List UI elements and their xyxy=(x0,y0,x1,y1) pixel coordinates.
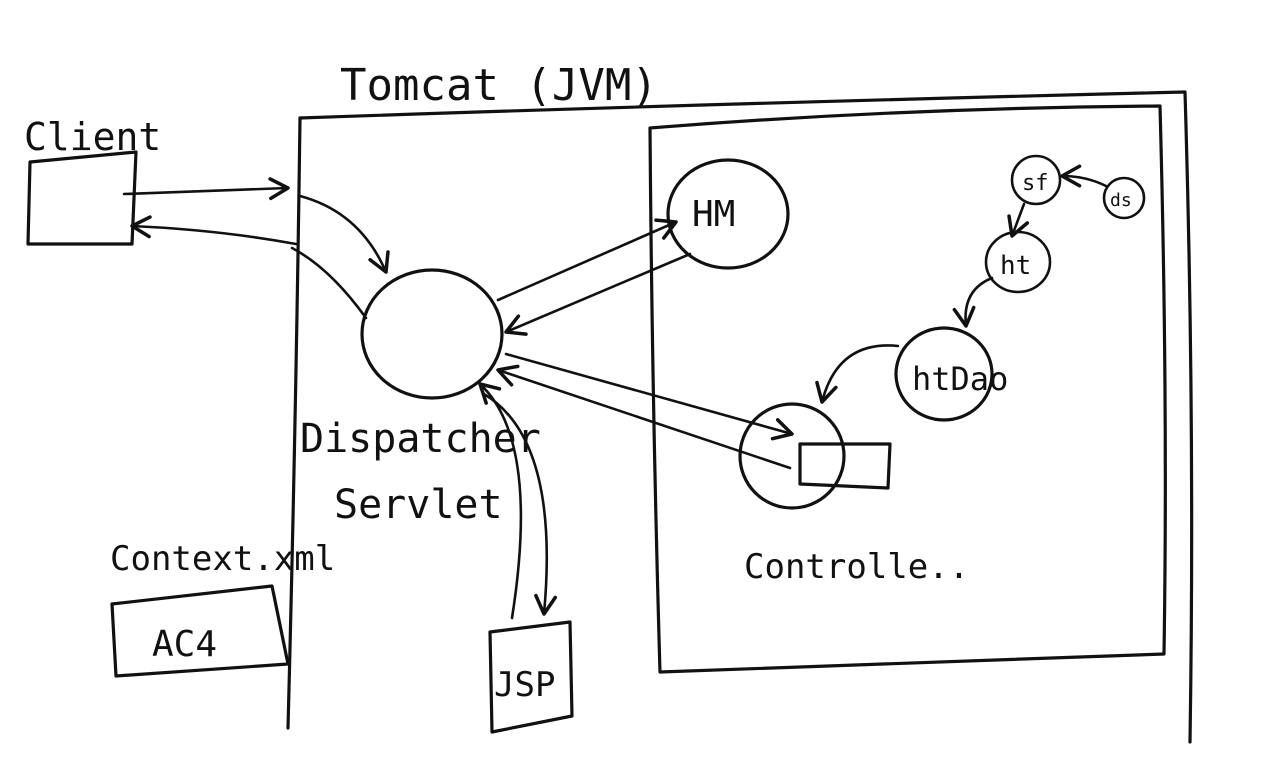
ds-to-sf-arrow xyxy=(1060,164,1108,188)
ds-label: ds xyxy=(1110,190,1132,211)
htdao-circle xyxy=(894,326,994,422)
controller-to-dispatcher-arrow xyxy=(496,364,792,470)
session-factory-circle xyxy=(1010,154,1062,206)
dispatcher-to-controller-arrow xyxy=(504,352,794,441)
dispatcher-to-jsp-arrow xyxy=(482,392,558,616)
ht-label: ht xyxy=(1000,251,1031,281)
controller-inner-box xyxy=(798,442,892,490)
handler-mapping-circle xyxy=(666,158,790,270)
ht-to-htdao-arrow xyxy=(952,276,994,328)
response-arrow xyxy=(130,215,298,246)
htdao-to-controller-arrow xyxy=(815,344,900,404)
tomcat-container xyxy=(298,90,1194,744)
ac4-box xyxy=(110,584,290,678)
client-box xyxy=(26,150,138,246)
jsp-box xyxy=(488,620,574,734)
sf-label: sf xyxy=(1022,171,1049,196)
ac4-label: AC4 xyxy=(152,624,217,665)
jsp-label: JSP xyxy=(494,665,555,705)
tomcat-label: Tomcat (JVM) xyxy=(340,60,658,111)
request-curve-arrow xyxy=(298,194,390,274)
sf-to-ht-arrow xyxy=(1007,202,1030,238)
client-label: Client xyxy=(24,115,161,159)
hm-to-dispatcher-arrow xyxy=(504,252,692,336)
dispatcher-servlet-circle xyxy=(360,268,504,400)
datasource-circle xyxy=(1102,176,1146,220)
dispatcher-label-line1: Dispatcher xyxy=(300,416,541,462)
context-xml-label: Context.xml xyxy=(110,539,335,579)
htdao-label: htDao xyxy=(912,360,1008,398)
dispatcher-label-line2: Servlet xyxy=(334,482,503,528)
inner-container xyxy=(648,104,1167,674)
tomcat-left-wall xyxy=(286,116,302,730)
request-arrow xyxy=(122,177,290,201)
hm-label: HM xyxy=(692,194,735,235)
controller-circle xyxy=(738,402,846,510)
controller-label: Controlle.. xyxy=(744,547,969,587)
dispatcher-to-hm-arrow xyxy=(496,218,678,302)
response-curve xyxy=(290,246,368,320)
jsp-to-dispatcher-arrow xyxy=(478,382,523,620)
